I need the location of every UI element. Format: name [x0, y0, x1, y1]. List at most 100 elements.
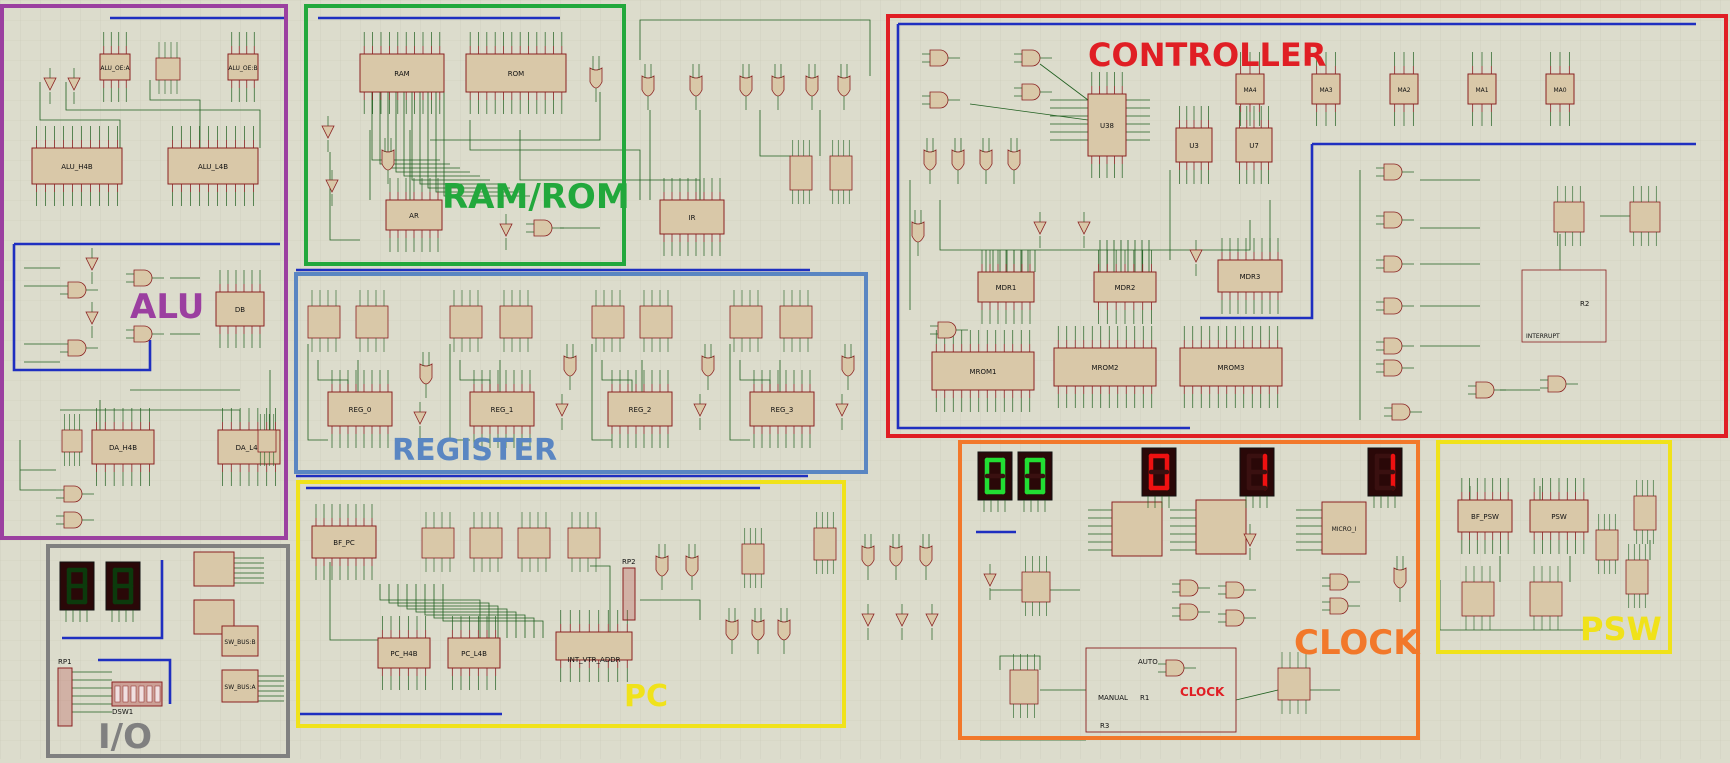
gate-chip-body	[1625, 559, 1649, 595]
chip-u3: U3	[1175, 106, 1213, 184]
chip-label: AR	[409, 212, 419, 220]
clock-subcircuit-box	[1085, 647, 1237, 733]
chip-label: MA2	[1397, 87, 1410, 94]
gate-chip-body	[567, 527, 601, 559]
gate-body	[701, 355, 715, 377]
chip-body	[99, 53, 131, 81]
chip-body	[469, 391, 535, 427]
inverter-reg0	[413, 402, 427, 438]
gate-chip-body	[789, 155, 813, 191]
chip-body	[221, 625, 259, 657]
and-u42b	[922, 49, 960, 67]
gate-chip-body	[517, 527, 551, 559]
seven-seg-green-2	[1017, 451, 1053, 512]
chip-label: MA4	[1243, 87, 1256, 94]
chip-alu-h4b: ALU_H4B	[31, 126, 123, 206]
gate-body	[63, 485, 83, 503]
and-u32d	[1540, 375, 1578, 393]
gate-chip-body	[1009, 669, 1039, 705]
gate-chip-body	[421, 527, 455, 559]
chip-u18	[193, 551, 235, 587]
chip-mrom2: MROM2	[1053, 326, 1157, 408]
seven-seg-red-3	[1367, 447, 1403, 508]
register-region-frame	[294, 272, 868, 474]
wire	[639, 19, 871, 76]
chip-label: MDR3	[1240, 273, 1261, 281]
wire	[999, 655, 1041, 670]
gate-body	[419, 363, 433, 385]
bus-io-switch	[98, 658, 172, 704]
alu-region-frame	[0, 4, 288, 540]
chip-label: MA3	[1319, 87, 1332, 94]
gate-body	[67, 339, 87, 357]
gate-body	[1383, 359, 1403, 377]
gate-body	[805, 75, 819, 97]
chip-label: MROM2	[1092, 364, 1119, 372]
gate-chip-body	[779, 305, 813, 339]
gate-u28c	[655, 544, 669, 590]
gate-body	[1329, 597, 1349, 615]
dip-switch-lever	[138, 685, 145, 703]
gate-body	[1021, 83, 1041, 101]
chip-label: DA_H4B	[109, 444, 137, 452]
gate-chip-u39b	[729, 290, 763, 352]
gate-body	[841, 355, 855, 377]
wire	[590, 565, 611, 632]
gate-u48	[951, 138, 965, 184]
chip-body	[607, 391, 673, 427]
dip-switch-lever	[154, 685, 161, 703]
gate-u17c	[685, 544, 699, 590]
and-u28c	[126, 325, 164, 343]
gate-body	[1225, 581, 1245, 599]
and-u30-1	[1376, 211, 1414, 229]
gate-u32b	[841, 344, 855, 390]
chip-label: MDR2	[1115, 284, 1136, 292]
chip-label: MROM1	[970, 368, 997, 376]
wire	[65, 82, 261, 148]
gate-chip-body	[1553, 201, 1585, 233]
wire	[149, 80, 201, 148]
chip-body	[1321, 501, 1367, 555]
gate-u56a	[919, 534, 933, 580]
and-u43a	[1172, 579, 1210, 597]
gate-u3d	[771, 64, 785, 110]
gate-body	[919, 545, 933, 567]
and-u41b	[1322, 597, 1360, 615]
chip-mrom1: MROM1	[931, 330, 1035, 412]
chip-body	[555, 631, 633, 661]
psw-region-title: PSW	[1580, 610, 1662, 648]
chip-body	[1053, 347, 1157, 387]
gate-chip-u28a	[567, 512, 601, 572]
dip-switch-lever	[146, 685, 153, 703]
gate-chip-body	[813, 527, 837, 561]
gate-chip-body	[61, 429, 83, 453]
gate-chip-u37a	[639, 290, 673, 352]
wire	[969, 103, 1089, 121]
inverter-buf2	[85, 302, 99, 338]
chip-body	[1093, 271, 1157, 303]
gate-body	[861, 545, 875, 567]
chip-counter-b	[1195, 499, 1247, 555]
gate-chip-u29b	[469, 512, 503, 572]
inverter-u1d	[325, 170, 339, 206]
ram-rom-region-title: RAM/ROM	[442, 177, 630, 217]
gate-chip-body	[741, 543, 765, 575]
gate-body	[1383, 337, 1403, 355]
gate-chip-u3a	[61, 414, 83, 466]
chip-ma4: MA4	[1235, 52, 1265, 126]
wire	[415, 584, 517, 638]
gate-body	[771, 75, 785, 97]
gate-chip-u3b	[257, 414, 277, 466]
inverter-u15f	[67, 68, 81, 104]
gate-body	[923, 149, 937, 171]
and-u4c	[56, 485, 94, 503]
inverter-reg1	[555, 394, 569, 430]
gate-chip-body	[1529, 581, 1563, 617]
wire	[307, 344, 328, 441]
gate-u4b	[725, 608, 739, 654]
gate-chip-u28b	[517, 512, 551, 572]
gate-body	[563, 355, 577, 377]
chip-rp2	[622, 567, 636, 621]
dip-switch-dsw1	[111, 681, 163, 707]
